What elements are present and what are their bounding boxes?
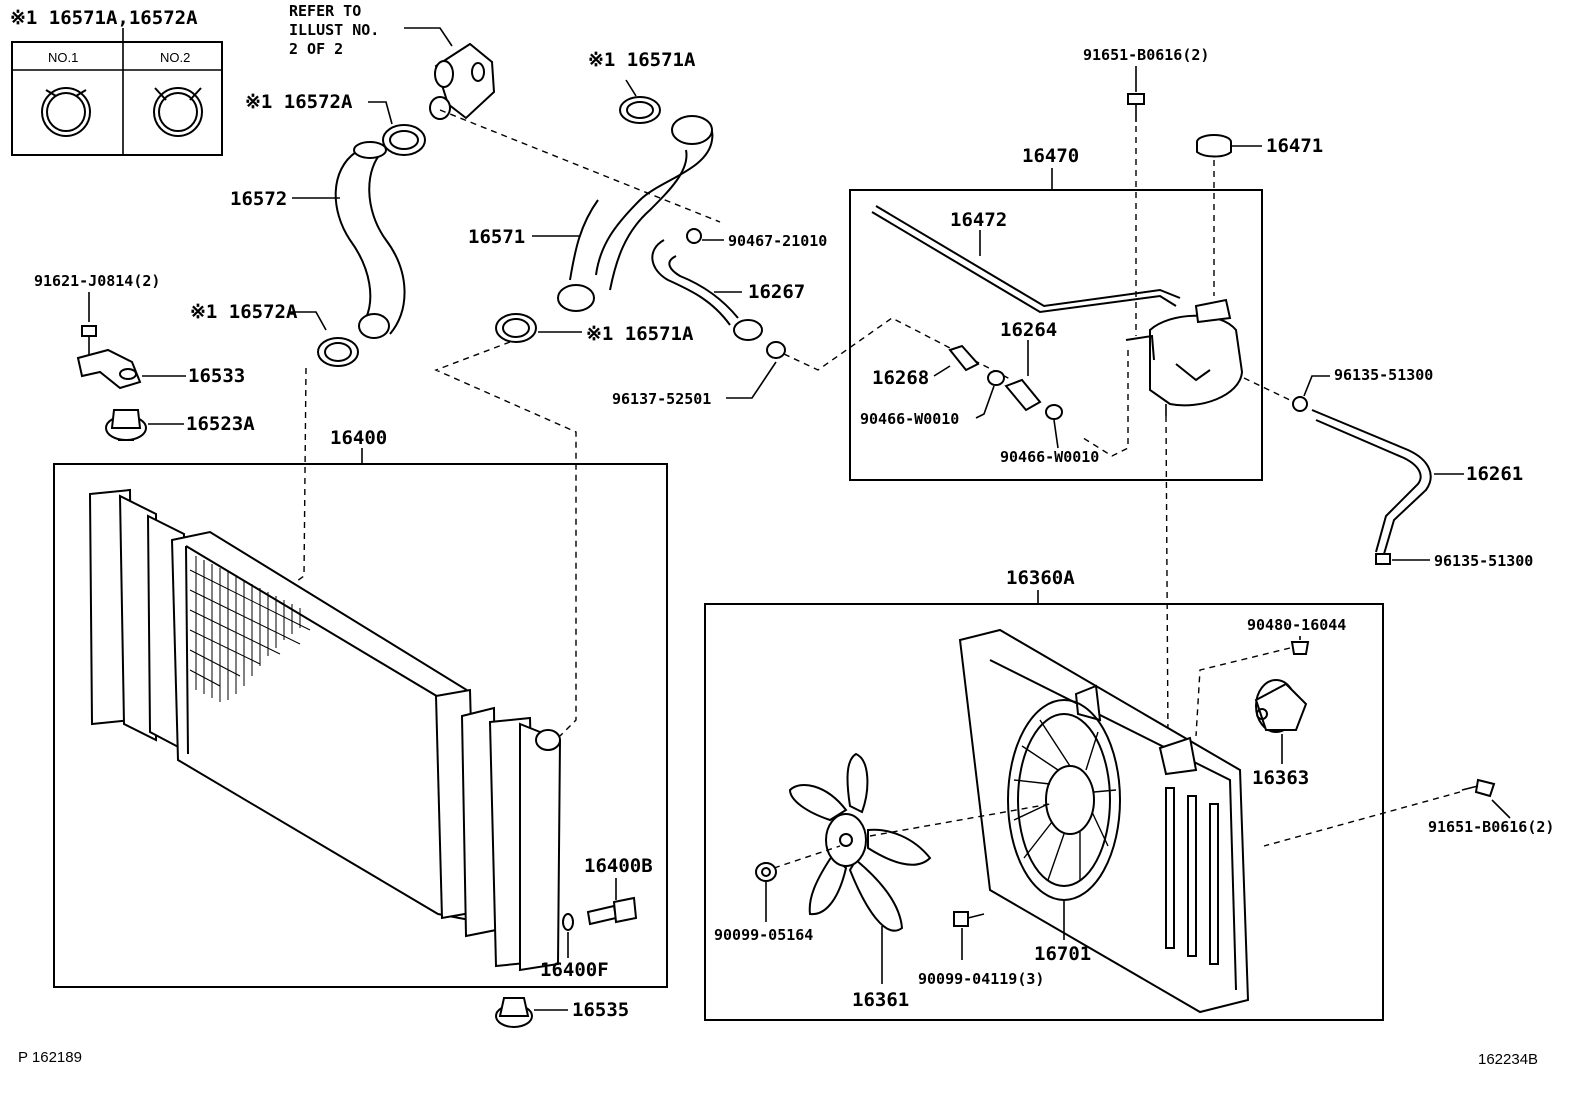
label-16572: 16572 (230, 188, 287, 210)
label-16360a: 16360A (1006, 567, 1075, 589)
clamp-96135-a (1292, 375, 1330, 412)
legend-col2: NO.2 (160, 50, 190, 65)
label-90466-b: 90466-W0010 (1000, 448, 1099, 466)
svg-text:2 OF 2: 2 OF 2 (289, 40, 343, 58)
clamp-90466-a (975, 370, 1005, 419)
bolt-91651-top (1127, 93, 1145, 122)
footer-left: P 162189 (18, 1049, 82, 1066)
clamp-legend: ※1 16571A,16572A NO.1 NO.2 (10, 7, 223, 156)
drain-cock-16400b (586, 878, 638, 926)
label-91621: 91621-J0814(2) (34, 272, 160, 290)
clamp-96135-b (1375, 553, 1430, 565)
o-ring-16400f (562, 913, 574, 958)
label-16572a-lower: ※1 16572A (190, 301, 298, 323)
hose-clamp-16571a-lower (495, 313, 582, 343)
clamp-90466-b (1045, 404, 1063, 449)
svg-text:REFER TO: REFER TO (289, 2, 361, 20)
label-16361: 16361 (852, 989, 909, 1011)
label-16470: 16470 (1022, 145, 1079, 167)
pipe-16268 (933, 344, 980, 377)
radiator-assembly-box (53, 463, 668, 988)
label-16400: 16400 (330, 427, 387, 449)
hose-clamp-16572a-top (368, 101, 426, 156)
bracket-16533 (76, 348, 186, 390)
label-16472: 16472 (950, 209, 1007, 231)
label-16571: 16571 (468, 226, 525, 248)
hose-16267 (651, 239, 763, 341)
reservoir-tank (1125, 298, 1244, 416)
label-96135-a: 96135-51300 (1334, 366, 1433, 384)
overflow-pipe-16472 (871, 205, 1181, 314)
label-16571a-lower: ※1 16571A (586, 323, 694, 345)
radiator-hose-16572 (292, 141, 406, 339)
clamp-no1-icon (41, 87, 91, 137)
clamp-96137 (726, 341, 786, 399)
clamp-no2-icon (153, 87, 203, 137)
footer-right: 162234B (1478, 1051, 1538, 1068)
label-90466-a: 90466-W0010 (860, 410, 959, 428)
hose-clamp-16571a-top (619, 79, 661, 124)
reservoir-assembly-box (849, 189, 1263, 481)
label-16363: 16363 (1252, 767, 1309, 789)
label-16261: 16261 (1466, 463, 1523, 485)
water-outlet-icon (429, 42, 496, 120)
label-96135-b: 96135-51300 (1434, 552, 1533, 570)
label-16701: 16701 (1034, 943, 1091, 965)
hose-16264 (1004, 340, 1042, 412)
label-90099-b: 90099-04119(3) (918, 970, 1044, 988)
label-16571a-top: ※1 16571A (588, 49, 696, 71)
label-16400f: 16400F (540, 959, 609, 981)
label-91651-top: 91651-B0616(2) (1083, 46, 1209, 64)
refer-note: REFER TO ILLUST NO. 2 OF 2 (289, 2, 453, 58)
hose-clamp-16572a-lower (290, 311, 359, 367)
legend-title: ※1 16571A,16572A (10, 7, 198, 29)
cushion-16523a (105, 409, 184, 441)
label-16264: 16264 (1000, 319, 1057, 341)
bolt-91621 (81, 325, 97, 356)
bolt-91651-right (1461, 778, 1511, 819)
label-16523a: 16523A (186, 413, 255, 435)
fan-16361 (788, 752, 932, 984)
label-16400b: 16400B (584, 855, 653, 877)
screw-90480 (1290, 641, 1310, 655)
fan-motor-16363 (1254, 679, 1308, 764)
radiator-inlet-icon (535, 729, 561, 751)
label-16572a-top: ※1 16572A (245, 91, 353, 113)
label-91651-right: 91651-B0616(2) (1428, 818, 1554, 836)
nut-90099-05164 (755, 862, 777, 922)
label-96137: 96137-52501 (612, 390, 711, 408)
reservoir-cap-16471 (1196, 134, 1262, 158)
label-16471: 16471 (1266, 135, 1323, 157)
clip-90467 (686, 228, 724, 244)
label-16268: 16268 (872, 367, 929, 389)
legend-col1: NO.1 (48, 50, 78, 65)
cushion-16535 (495, 997, 568, 1028)
label-90480: 90480-16044 (1247, 616, 1346, 634)
fan-assembly-box (704, 603, 1384, 1021)
label-16267: 16267 (748, 281, 805, 303)
fan-shroud-16701 (958, 628, 1250, 1014)
label-90099-a: 90099-05164 (714, 926, 813, 944)
screw-90099-04119 (953, 911, 985, 960)
label-90467: 90467-21010 (728, 232, 827, 250)
radiator-hose-16571 (532, 115, 714, 312)
label-16535: 16535 (572, 999, 629, 1021)
radiator-16400 (88, 488, 562, 972)
hose-16261 (1311, 409, 1464, 555)
label-16533: 16533 (188, 365, 245, 387)
svg-text:ILLUST NO.: ILLUST NO. (289, 21, 379, 39)
